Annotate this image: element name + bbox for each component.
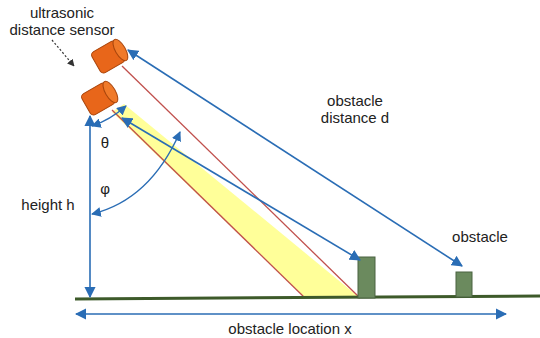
distance-arrow [122,118,360,260]
distance-label: obstacle distance d [300,92,410,126]
obstacle-label: obstacle [440,228,520,245]
sound-beam [112,104,360,298]
location-label: obstacle location x [210,320,370,337]
phi-arc [92,132,180,214]
beam-edge [112,110,305,298]
angle-label: θ [98,134,112,151]
theta-arc [92,106,126,126]
beam-edge [122,66,360,298]
height-label: height h [18,196,78,213]
distance-arrow [128,50,462,266]
location-arrow [76,313,506,315]
height-arrow [89,116,91,297]
sensor-label: ultrasonic distance sensor [2,4,122,38]
near-obstacle [358,257,375,298]
far-obstacle [456,272,472,297]
ultrasonic-sensor [80,37,131,116]
angle-label: φ [98,180,112,197]
leader-line [52,40,74,66]
